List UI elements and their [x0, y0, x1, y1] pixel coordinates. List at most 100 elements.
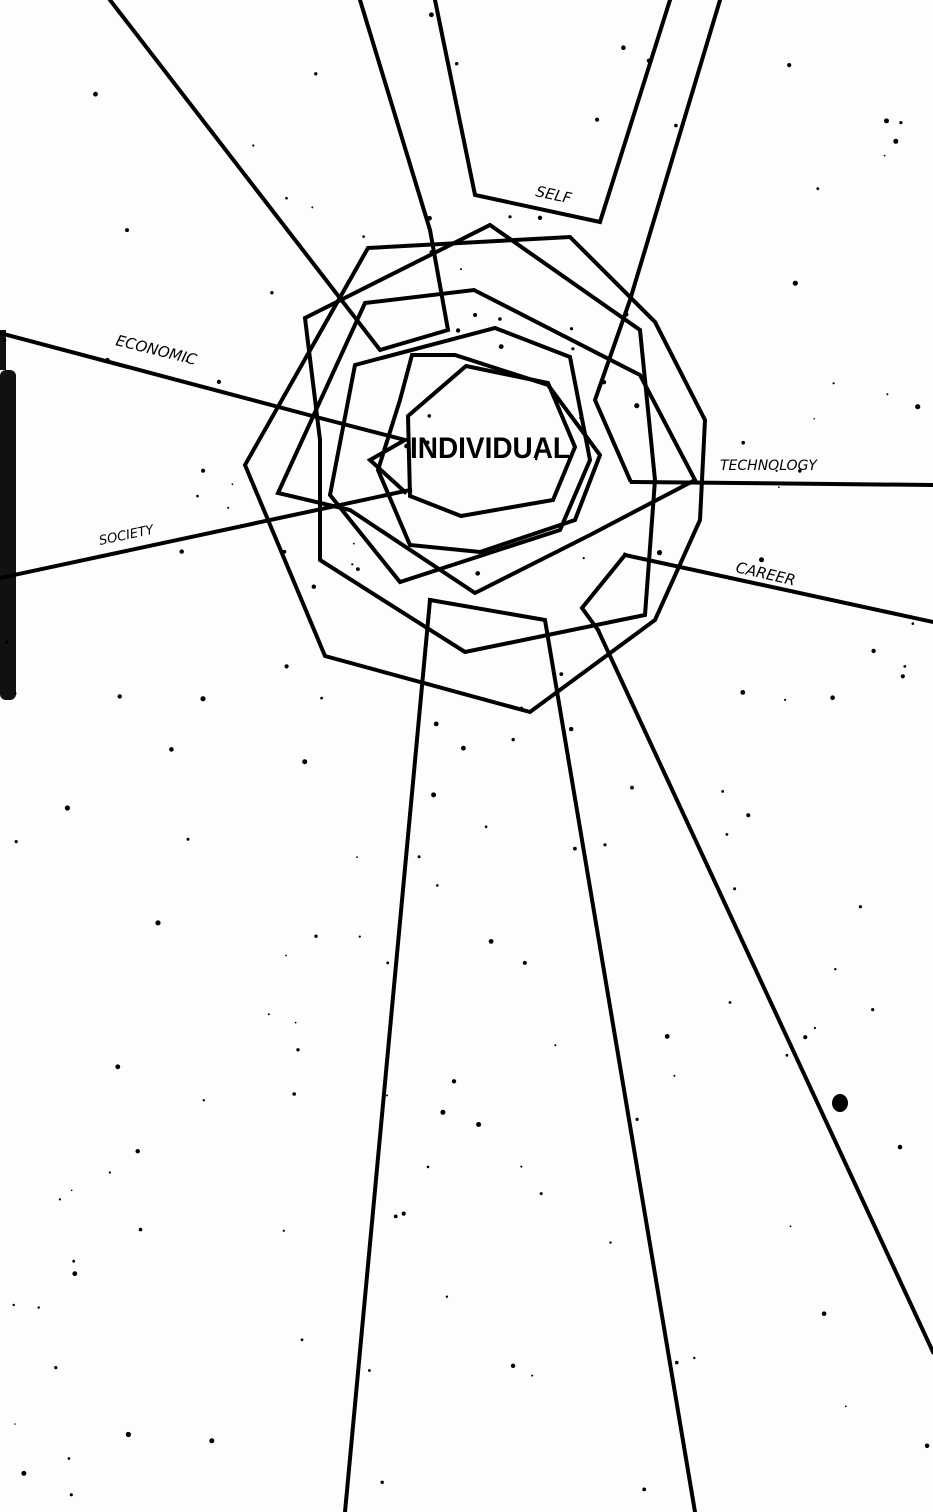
- speckle-dot: [270, 291, 273, 294]
- speckle-dot: [353, 543, 355, 545]
- speckle-dot: [429, 12, 434, 17]
- speckle-dot: [476, 1122, 481, 1127]
- speckle-dot: [21, 1471, 26, 1476]
- speckle-dot: [285, 955, 287, 957]
- speckle-dot: [570, 327, 573, 330]
- speckle-dot: [621, 45, 626, 50]
- speckle-dot: [285, 664, 289, 668]
- speckle-dot: [431, 792, 436, 797]
- speckle-dot: [386, 1094, 388, 1096]
- speckle-dot: [595, 118, 599, 122]
- speckle-dot: [446, 1296, 448, 1298]
- speckle-dot: [418, 855, 421, 858]
- speckle-dot: [508, 215, 511, 218]
- speckle-dot: [803, 1035, 807, 1039]
- speckle-dot: [71, 1190, 73, 1192]
- speckle-dot: [793, 281, 798, 286]
- speckle-dot: [283, 1230, 285, 1232]
- self-label: SELF: [534, 182, 573, 207]
- speckle-dot: [180, 549, 184, 553]
- speckle-dot: [436, 884, 439, 887]
- speckle-dot: [473, 313, 477, 317]
- speckle-dot: [13, 1304, 15, 1306]
- speckle-dot: [394, 1215, 398, 1219]
- speckle-dot: [427, 1166, 430, 1169]
- polygon-outer: [245, 237, 705, 712]
- speckle-dot: [733, 887, 736, 890]
- speckle-dot: [786, 1054, 789, 1057]
- speckle-dot: [209, 1438, 214, 1443]
- bottom-ray-center: [430, 600, 695, 1512]
- speckle-dot: [784, 699, 786, 701]
- speckle-dot: [759, 557, 764, 562]
- speckle-dot: [630, 786, 634, 790]
- society-line: [0, 490, 410, 578]
- speckle-dot: [814, 1027, 816, 1029]
- speckle-dot: [232, 483, 234, 485]
- speckle-dot: [434, 722, 439, 727]
- speckle-dot: [3, 339, 6, 342]
- speckle-dot: [196, 495, 199, 498]
- speckle-dot: [187, 838, 190, 841]
- speckle-dot: [314, 935, 317, 938]
- speckle-dot: [675, 1361, 679, 1365]
- speckle-dot: [499, 344, 504, 349]
- speckle-dot: [830, 695, 835, 700]
- speckle-dot: [169, 747, 174, 752]
- speckle-dot: [314, 72, 317, 75]
- speckle-dot: [693, 1357, 695, 1359]
- speckle-dot: [203, 1099, 205, 1101]
- speckle-dot: [871, 1008, 874, 1011]
- speckle-dot: [200, 696, 205, 701]
- speckle-dot: [72, 1271, 77, 1276]
- speckle-dot: [381, 1481, 384, 1484]
- speckle-dot: [489, 939, 494, 944]
- speckle-dot: [118, 694, 122, 698]
- speckle-dot: [673, 1075, 675, 1077]
- speckle-dot: [740, 690, 745, 695]
- speckle-dot: [520, 1166, 522, 1168]
- center-label: INDIVIDUAL: [410, 432, 570, 465]
- speckle-dot: [886, 393, 888, 395]
- speckle-dot: [456, 328, 460, 332]
- speckle-dot: [899, 121, 902, 124]
- speckle-dot: [912, 622, 915, 625]
- speckle-dot: [609, 1241, 611, 1243]
- speckle-dot: [125, 228, 129, 232]
- speckle-dot: [523, 961, 527, 965]
- ink-blot: [832, 1094, 848, 1112]
- speckle-dot: [452, 1079, 456, 1083]
- speckle-dot: [362, 235, 365, 238]
- speckle-dot: [285, 197, 288, 200]
- speckle-dot: [603, 843, 606, 846]
- speckle-dot: [356, 567, 360, 571]
- speckle-dot: [845, 1406, 847, 1408]
- speckle-dot: [386, 962, 389, 965]
- speckle-dot: [155, 920, 160, 925]
- speckle-dot: [461, 746, 466, 751]
- speckle-dot: [554, 1044, 556, 1046]
- speckle-dot: [126, 1432, 131, 1437]
- speckle-dot: [440, 1110, 445, 1115]
- speckle-dot: [217, 380, 221, 384]
- speckle-dot: [674, 124, 678, 128]
- speckle-dot: [15, 840, 18, 843]
- speckle-dot: [59, 1198, 61, 1200]
- speckle-dot: [540, 1192, 543, 1195]
- speckle-dot: [460, 268, 462, 270]
- speckle-dot: [726, 833, 729, 836]
- speckle-dot: [356, 856, 358, 858]
- speckle-dot: [485, 825, 488, 828]
- speckle-dot: [569, 727, 573, 731]
- economic-label: ECONOMIC: [114, 331, 199, 369]
- speckle-dot: [636, 1118, 639, 1121]
- speckle-dot: [93, 92, 98, 97]
- speckle-dot: [512, 738, 515, 741]
- speckle-dot: [925, 1444, 930, 1449]
- speckle-dot: [351, 563, 353, 565]
- speckle-dot: [498, 317, 502, 321]
- speckle-dot: [657, 550, 662, 555]
- technology-label: TECHNOLOGY: [720, 458, 818, 474]
- speckle-dot: [252, 144, 254, 146]
- speckle-dot: [903, 665, 906, 668]
